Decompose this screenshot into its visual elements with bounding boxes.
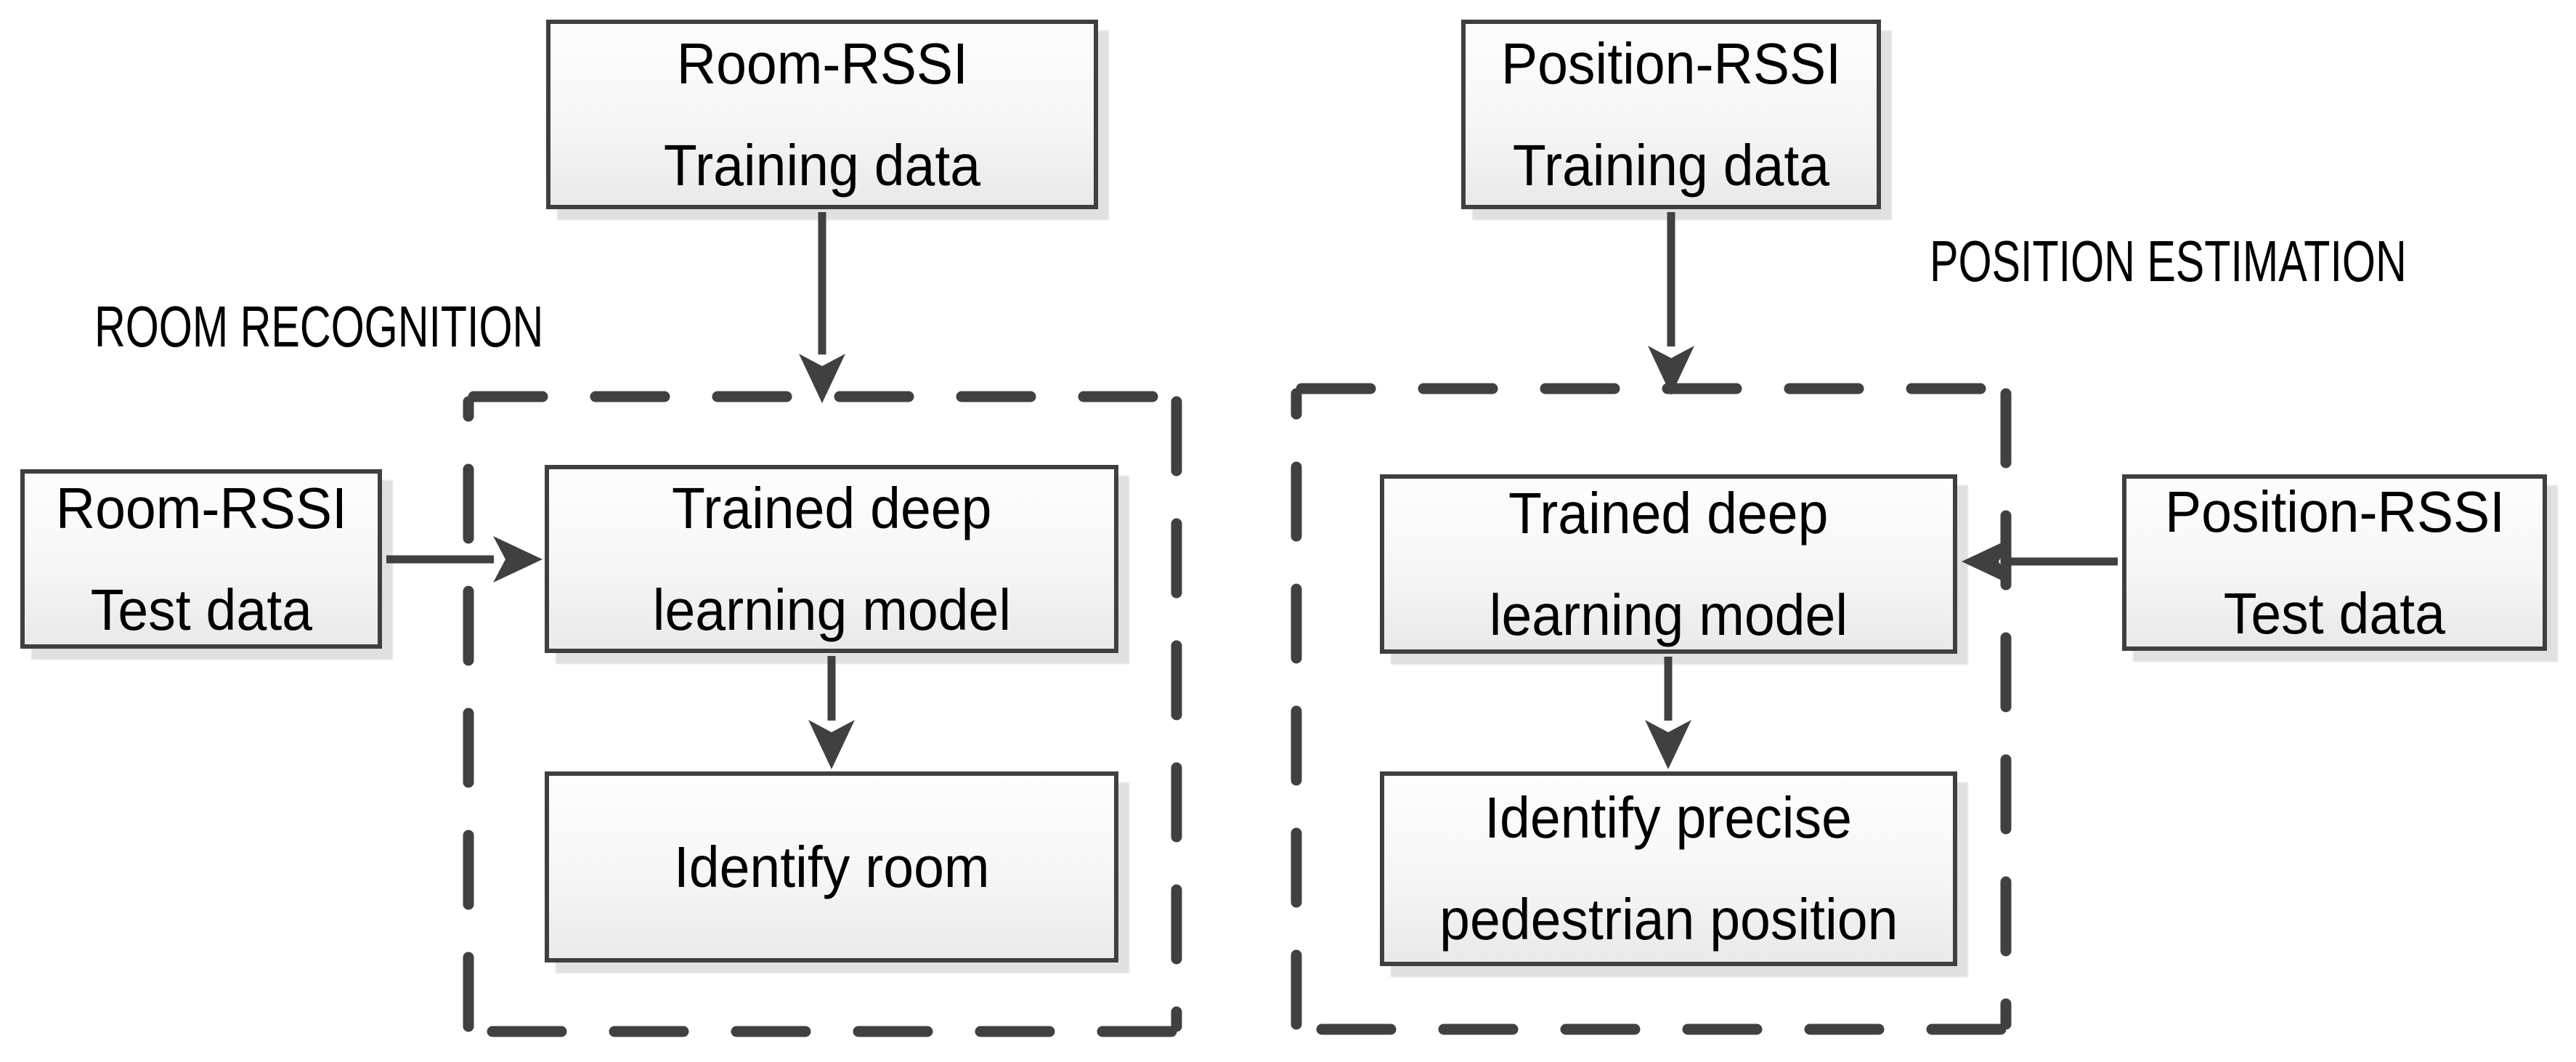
node-text-line: Identify room [673, 834, 990, 899]
room-recognition-label: ROOM RECOGNITION [94, 294, 544, 359]
node-text-line: learning model [1489, 582, 1848, 647]
node-text-line: Training data [1512, 132, 1830, 198]
node-text-line: Training data [663, 132, 981, 198]
node-identify-precise-pedestrian-position: Identify precise pedestrian position [1380, 771, 1957, 966]
node-text-line: Room-RSSI [55, 475, 347, 540]
position-estimation-label: POSITION ESTIMATION [1930, 229, 2407, 293]
node-position-rssi-training-data: Position-RSSI Training data [1461, 20, 1881, 209]
node-text-line: Trained deep [1508, 480, 1829, 546]
node-room-rssi-training-data: Room-RSSI Training data [546, 20, 1098, 209]
node-text-line: Position-RSSI [1500, 31, 1842, 96]
node-position-rssi-test-data: Position-RSSI Test data [2122, 474, 2547, 651]
node-text-line: learning model [652, 577, 1011, 642]
node-position-trained-deep-learning-model: Trained deep learning model [1380, 474, 1957, 654]
node-text-line: Test data [90, 577, 312, 642]
node-text-line: Trained deep [671, 475, 992, 540]
node-room-trained-deep-learning-model: Trained deep learning model [545, 465, 1118, 653]
node-identify-room: Identify room [545, 771, 1118, 962]
node-text-line: Position-RSSI [2164, 479, 2505, 544]
node-text-line: Identify precise [1484, 785, 1853, 850]
node-text-line: Test data [2223, 580, 2446, 646]
node-text-line: pedestrian position [1439, 887, 1898, 952]
node-room-rssi-test-data: Room-RSSI Test data [20, 469, 382, 649]
node-text-line: Room-RSSI [676, 31, 968, 96]
